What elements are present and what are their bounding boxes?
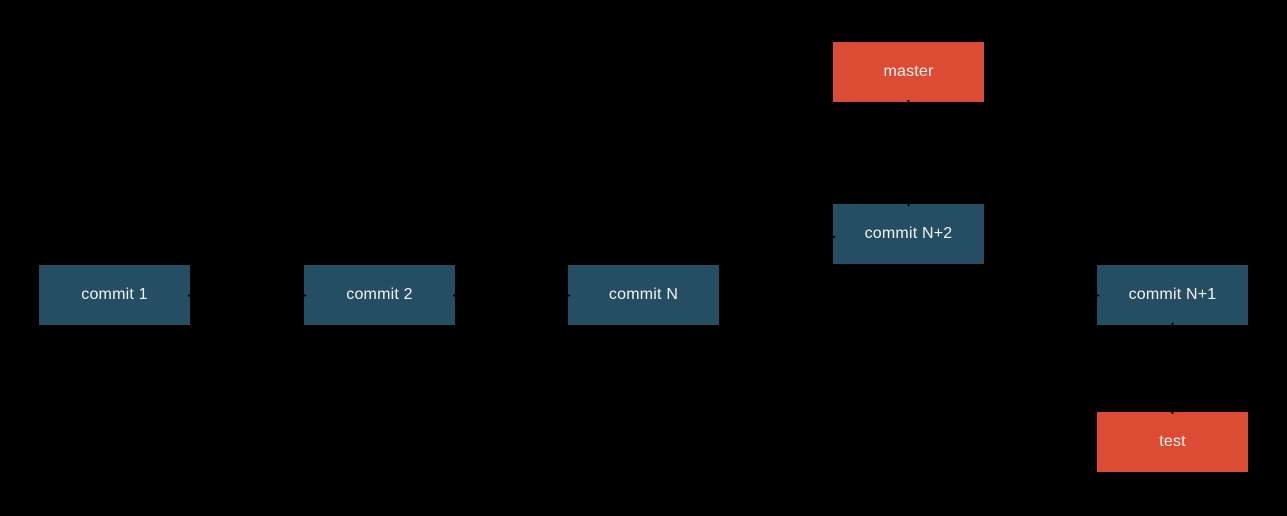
node-label: commit 2 bbox=[346, 286, 413, 303]
node-label: master bbox=[883, 63, 934, 80]
node-commit-n-plus-1: commit N+1 bbox=[1097, 265, 1248, 325]
node-label: test bbox=[1159, 433, 1186, 450]
node-branch-master: master bbox=[833, 42, 984, 102]
node-label: commit N bbox=[608, 286, 679, 303]
node-commit-n-plus-2: commit N+2 bbox=[833, 204, 984, 264]
edge-commitN-commitN2 bbox=[711, 233, 836, 262]
node-label: commit N+2 bbox=[864, 225, 953, 242]
node-label: commit 1 bbox=[81, 286, 148, 303]
node-commit-n: commit N bbox=[568, 265, 719, 325]
node-branch-test: test bbox=[1097, 412, 1248, 472]
node-commit-1: commit 1 bbox=[39, 265, 190, 325]
node-label: commit N+1 bbox=[1128, 286, 1217, 303]
node-commit-2: commit 2 bbox=[304, 265, 455, 325]
